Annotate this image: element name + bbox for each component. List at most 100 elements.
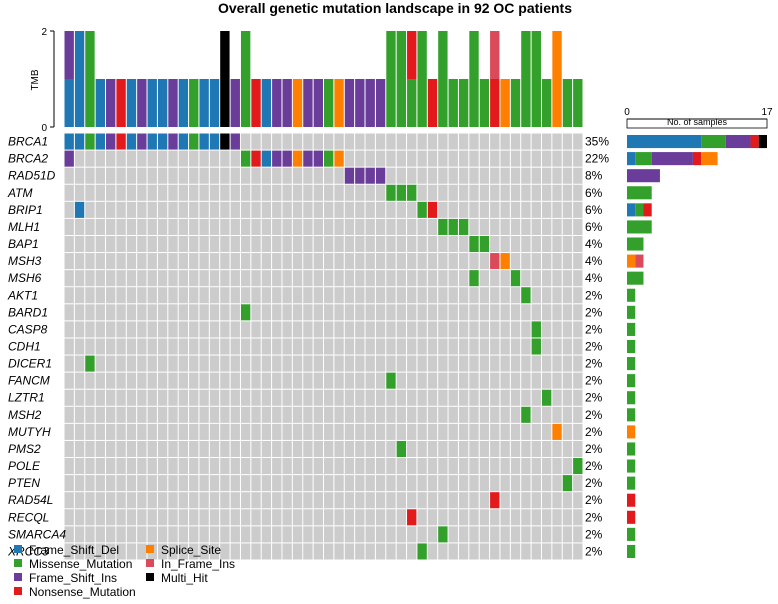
empty-cell	[396, 304, 407, 321]
empty-cell	[106, 543, 116, 560]
empty-cell	[240, 526, 251, 543]
empty-cell	[510, 440, 521, 458]
empty-cell	[272, 389, 282, 406]
empty-cell	[137, 423, 147, 440]
empty-cell	[427, 270, 438, 287]
empty-cell	[375, 150, 386, 167]
empty-cell	[396, 287, 407, 304]
empty-cell	[448, 423, 458, 440]
empty-cell	[438, 321, 448, 338]
mutation-cell	[490, 253, 500, 270]
empty-cell	[178, 509, 189, 526]
empty-cell	[427, 218, 438, 235]
empty-cell	[137, 526, 147, 543]
gene-label: SMARCA4	[8, 527, 66, 541]
tmb-bar-segment	[407, 79, 417, 127]
empty-cell	[230, 270, 240, 287]
legend-swatch	[14, 573, 22, 581]
empty-cell	[438, 287, 448, 304]
empty-cell	[240, 321, 251, 338]
empty-cell	[220, 492, 230, 509]
empty-cell	[541, 235, 552, 253]
empty-cell	[407, 458, 417, 475]
empty-cell	[500, 458, 510, 475]
legend-label: Frame_Shift_Ins	[29, 571, 118, 585]
empty-cell	[126, 372, 137, 389]
empty-cell	[469, 492, 479, 509]
empty-cell	[552, 150, 562, 167]
empty-cell	[251, 389, 261, 406]
empty-cell	[500, 184, 510, 201]
empty-cell	[334, 389, 344, 406]
empty-cell	[116, 372, 126, 389]
empty-cell	[531, 287, 541, 304]
empty-cell	[490, 304, 500, 321]
empty-cell	[147, 423, 157, 440]
empty-cell	[85, 167, 95, 184]
empty-cell	[292, 372, 303, 389]
empty-cell	[95, 253, 106, 270]
empty-cell	[417, 526, 427, 543]
empty-cell	[64, 321, 74, 338]
empty-cell	[313, 543, 323, 560]
empty-cell	[292, 406, 303, 423]
empty-cell	[541, 287, 552, 304]
empty-cell	[438, 253, 448, 270]
legend-item: Multi_Hit	[146, 571, 208, 585]
empty-cell	[137, 235, 147, 253]
empty-cell	[126, 492, 137, 509]
empty-cell	[438, 423, 448, 440]
empty-cell	[407, 372, 417, 389]
bar-axis-label: No. of samples	[667, 117, 728, 127]
empty-cell	[365, 321, 375, 338]
empty-cell	[386, 253, 396, 270]
empty-cell	[116, 167, 126, 184]
empty-cell	[334, 543, 344, 560]
empty-cell	[417, 372, 427, 389]
mutation-cell	[240, 150, 251, 167]
empty-cell	[562, 440, 573, 458]
empty-cell	[168, 492, 178, 509]
empty-cell	[189, 235, 199, 253]
empty-cell	[396, 492, 407, 509]
empty-cell	[469, 287, 479, 304]
gene-bar-segment	[758, 135, 767, 149]
empty-cell	[427, 133, 438, 150]
empty-cell	[469, 150, 479, 167]
empty-cell	[168, 389, 178, 406]
empty-cell	[126, 389, 137, 406]
empty-cell	[386, 167, 396, 184]
empty-cell	[116, 440, 126, 458]
tmb-bar-segment	[365, 79, 375, 127]
empty-cell	[168, 406, 178, 423]
tmb-bar-segment	[189, 79, 199, 127]
empty-cell	[417, 338, 427, 355]
empty-cell	[375, 133, 386, 150]
empty-cell	[334, 475, 344, 492]
empty-cell	[282, 440, 292, 458]
empty-cell	[126, 253, 137, 270]
mutation-cell	[469, 235, 479, 253]
empty-cell	[147, 458, 157, 475]
empty-cell	[209, 201, 220, 218]
empty-cell	[303, 133, 313, 150]
empty-cell	[334, 184, 344, 201]
empty-cell	[189, 492, 199, 509]
mutation-cell	[147, 133, 157, 150]
empty-cell	[334, 321, 344, 338]
empty-cell	[147, 355, 157, 372]
empty-cell	[448, 526, 458, 543]
empty-cell	[157, 253, 168, 270]
empty-cell	[199, 389, 209, 406]
empty-cell	[230, 355, 240, 372]
legend-label: Multi_Hit	[161, 571, 208, 585]
empty-cell	[324, 458, 334, 475]
empty-cell	[272, 458, 282, 475]
empty-cell	[427, 475, 438, 492]
empty-cell	[510, 406, 521, 423]
empty-cell	[521, 167, 531, 184]
legend-swatch	[14, 545, 22, 553]
empty-cell	[479, 355, 490, 372]
empty-cell	[469, 321, 479, 338]
empty-cell	[562, 321, 573, 338]
